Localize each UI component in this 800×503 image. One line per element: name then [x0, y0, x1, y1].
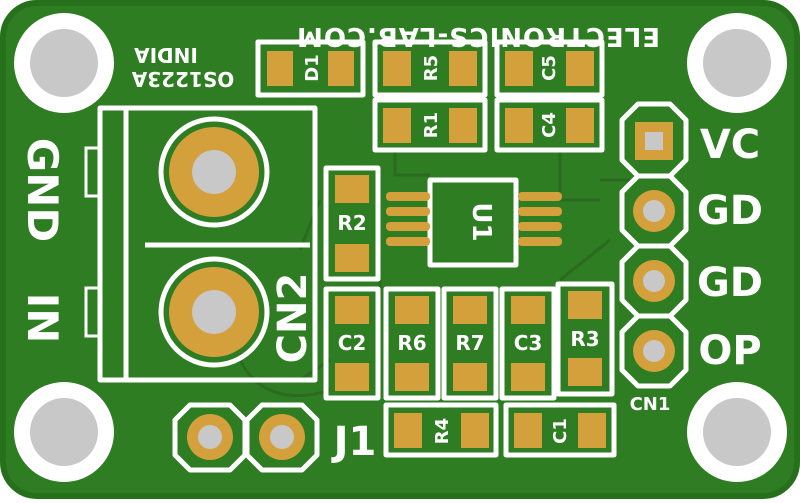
c1-footprint [503, 402, 617, 458]
d1-label: D1 [302, 54, 323, 81]
cn1-pin-label-op: OP [698, 328, 761, 374]
j1-header [172, 402, 320, 473]
r5-label: R5 [421, 55, 442, 81]
c5-footprint [494, 39, 605, 98]
cn1-header [619, 101, 689, 389]
r1-footprint [372, 97, 488, 153]
c1-label: C1 [550, 418, 571, 444]
u1-label: U1 [466, 202, 496, 241]
r2-label: R2 [337, 211, 366, 235]
mounting-hole-top-right [687, 13, 787, 113]
r7-label: R7 [455, 331, 484, 355]
cn2-ref-label: CN2 [270, 273, 316, 364]
r6-footprint [383, 286, 441, 401]
r3-footprint [555, 281, 615, 397]
r4-label: R4 [432, 418, 453, 444]
c5-label: C5 [539, 55, 560, 81]
cn2-label-gnd: GND [18, 138, 67, 243]
c3-footprint [499, 286, 557, 401]
r4-footprint [383, 402, 499, 458]
c2-label: C2 [338, 331, 367, 355]
cn1-pin-label-gd-2: GD [697, 260, 763, 306]
r6-label: R6 [397, 331, 426, 355]
r3-label: R3 [570, 327, 599, 351]
country-text: INDIA [134, 43, 198, 67]
r7-footprint [441, 286, 499, 401]
cn2-label-in: IN [18, 293, 67, 344]
cn2-terminal [84, 105, 318, 383]
mounting-hole-top-left [14, 13, 114, 113]
cn1-pin-label-vc: VC [700, 122, 760, 168]
mounting-hole-bottom-left [14, 382, 114, 482]
r1-label: R1 [421, 112, 442, 138]
u1-footprint [386, 177, 562, 268]
j1-ref-label: J1 [331, 419, 377, 465]
part-number-text: OS1223A [131, 67, 234, 91]
c2-footprint [323, 286, 381, 401]
cn1-pin-label-gd-1: GD [697, 188, 763, 234]
cn1-ref-label: CN1 [630, 394, 671, 415]
c3-label: C3 [514, 331, 543, 355]
c4-label: C4 [539, 112, 560, 138]
c4-footprint [494, 97, 605, 153]
r2-footprint [323, 165, 381, 282]
r5-footprint [372, 39, 488, 98]
d1-footprint [255, 39, 366, 98]
website-text: ELECTRONICS-LAB.COM [296, 21, 660, 51]
mounting-hole-bottom-right [687, 382, 787, 482]
